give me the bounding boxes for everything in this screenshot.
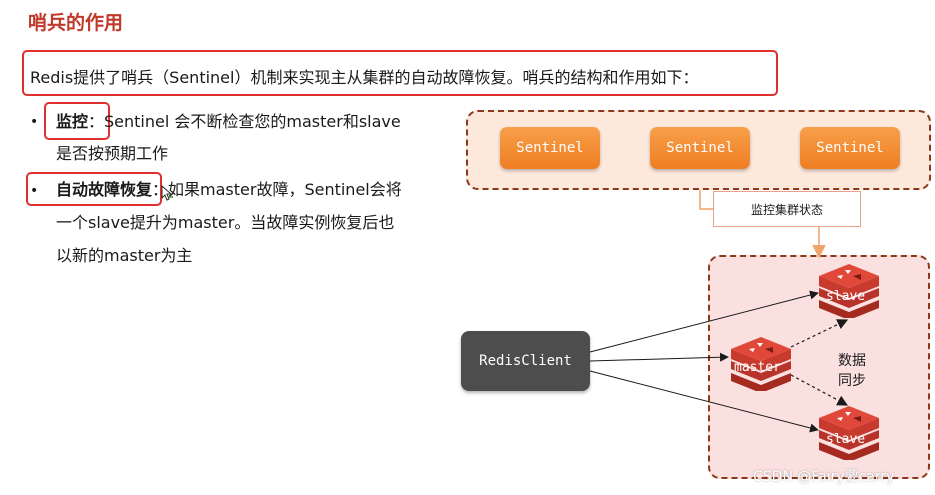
monitor-cluster-label: 监控集群状态 xyxy=(713,191,861,227)
watermark: CSDN @Fairy要carry xyxy=(753,469,895,485)
data-sync-label-line2: 同步 xyxy=(838,373,866,389)
slave-bottom-label: slave xyxy=(826,432,866,447)
bullet-failover-line2: 一个slave提升为master。当故障实例恢复后也 xyxy=(56,213,395,232)
sync-to-slave-top-arrow xyxy=(790,319,849,348)
client-to-slave-top-arrow xyxy=(589,290,819,353)
bullet-head-highlight-box xyxy=(26,172,162,206)
client-to-slave-bottom-arrow xyxy=(589,370,819,433)
intro-text: Redis提供了哨兵（Sentinel）机制来实现主从集群的自动故障恢复。哨兵的… xyxy=(30,68,699,87)
bullet-head-highlight-box xyxy=(44,102,110,140)
data-sync-label: 数据 同步 xyxy=(838,351,866,391)
bullet-failover-line1: 自动故障恢复：如果master故障，Sentinel会将 xyxy=(56,180,402,200)
client-to-master-arrow xyxy=(589,352,729,362)
monitor-connector xyxy=(699,190,713,210)
bullet-failover-text: ：如果master故障，Sentinel会将 xyxy=(152,180,402,199)
sentinel-node-3[interactable]: Sentinel xyxy=(800,127,900,169)
bullet-monitor-head: 监控 xyxy=(56,112,89,131)
sync-to-slave-bottom-arrow xyxy=(790,374,849,406)
data-sync-label-line1: 数据 xyxy=(838,353,866,369)
redis-client-node[interactable]: RedisClient xyxy=(461,331,590,391)
bullet-dot: • xyxy=(30,114,39,130)
redis-master-icon[interactable] xyxy=(727,335,795,391)
master-label: master xyxy=(734,360,781,375)
slave-top-label: slave xyxy=(826,289,866,304)
bullet-dot: • xyxy=(30,183,39,199)
mouse-cursor-icon xyxy=(161,185,173,201)
bullet-monitor-text: ：Sentinel 会不断检查您的master和slave xyxy=(88,112,401,131)
intro-highlight-box xyxy=(22,50,778,96)
redis-slave-bottom-icon[interactable] xyxy=(815,404,883,460)
bullet-monitor-line2: 是否按预期工作 xyxy=(56,144,169,163)
bullet-failover-head: 自动故障恢复 xyxy=(56,180,153,199)
page-title: 哨兵的作用 xyxy=(28,12,124,34)
redis-slave-top-icon[interactable] xyxy=(815,262,883,318)
bullet-monitor-line1: 监控：Sentinel 会不断检查您的master和slave xyxy=(56,112,401,132)
bullet-failover-line3: 以新的master为主 xyxy=(56,246,193,265)
sentinel-node-2[interactable]: Sentinel xyxy=(650,127,750,169)
sentinel-node-1[interactable]: Sentinel xyxy=(500,127,600,169)
